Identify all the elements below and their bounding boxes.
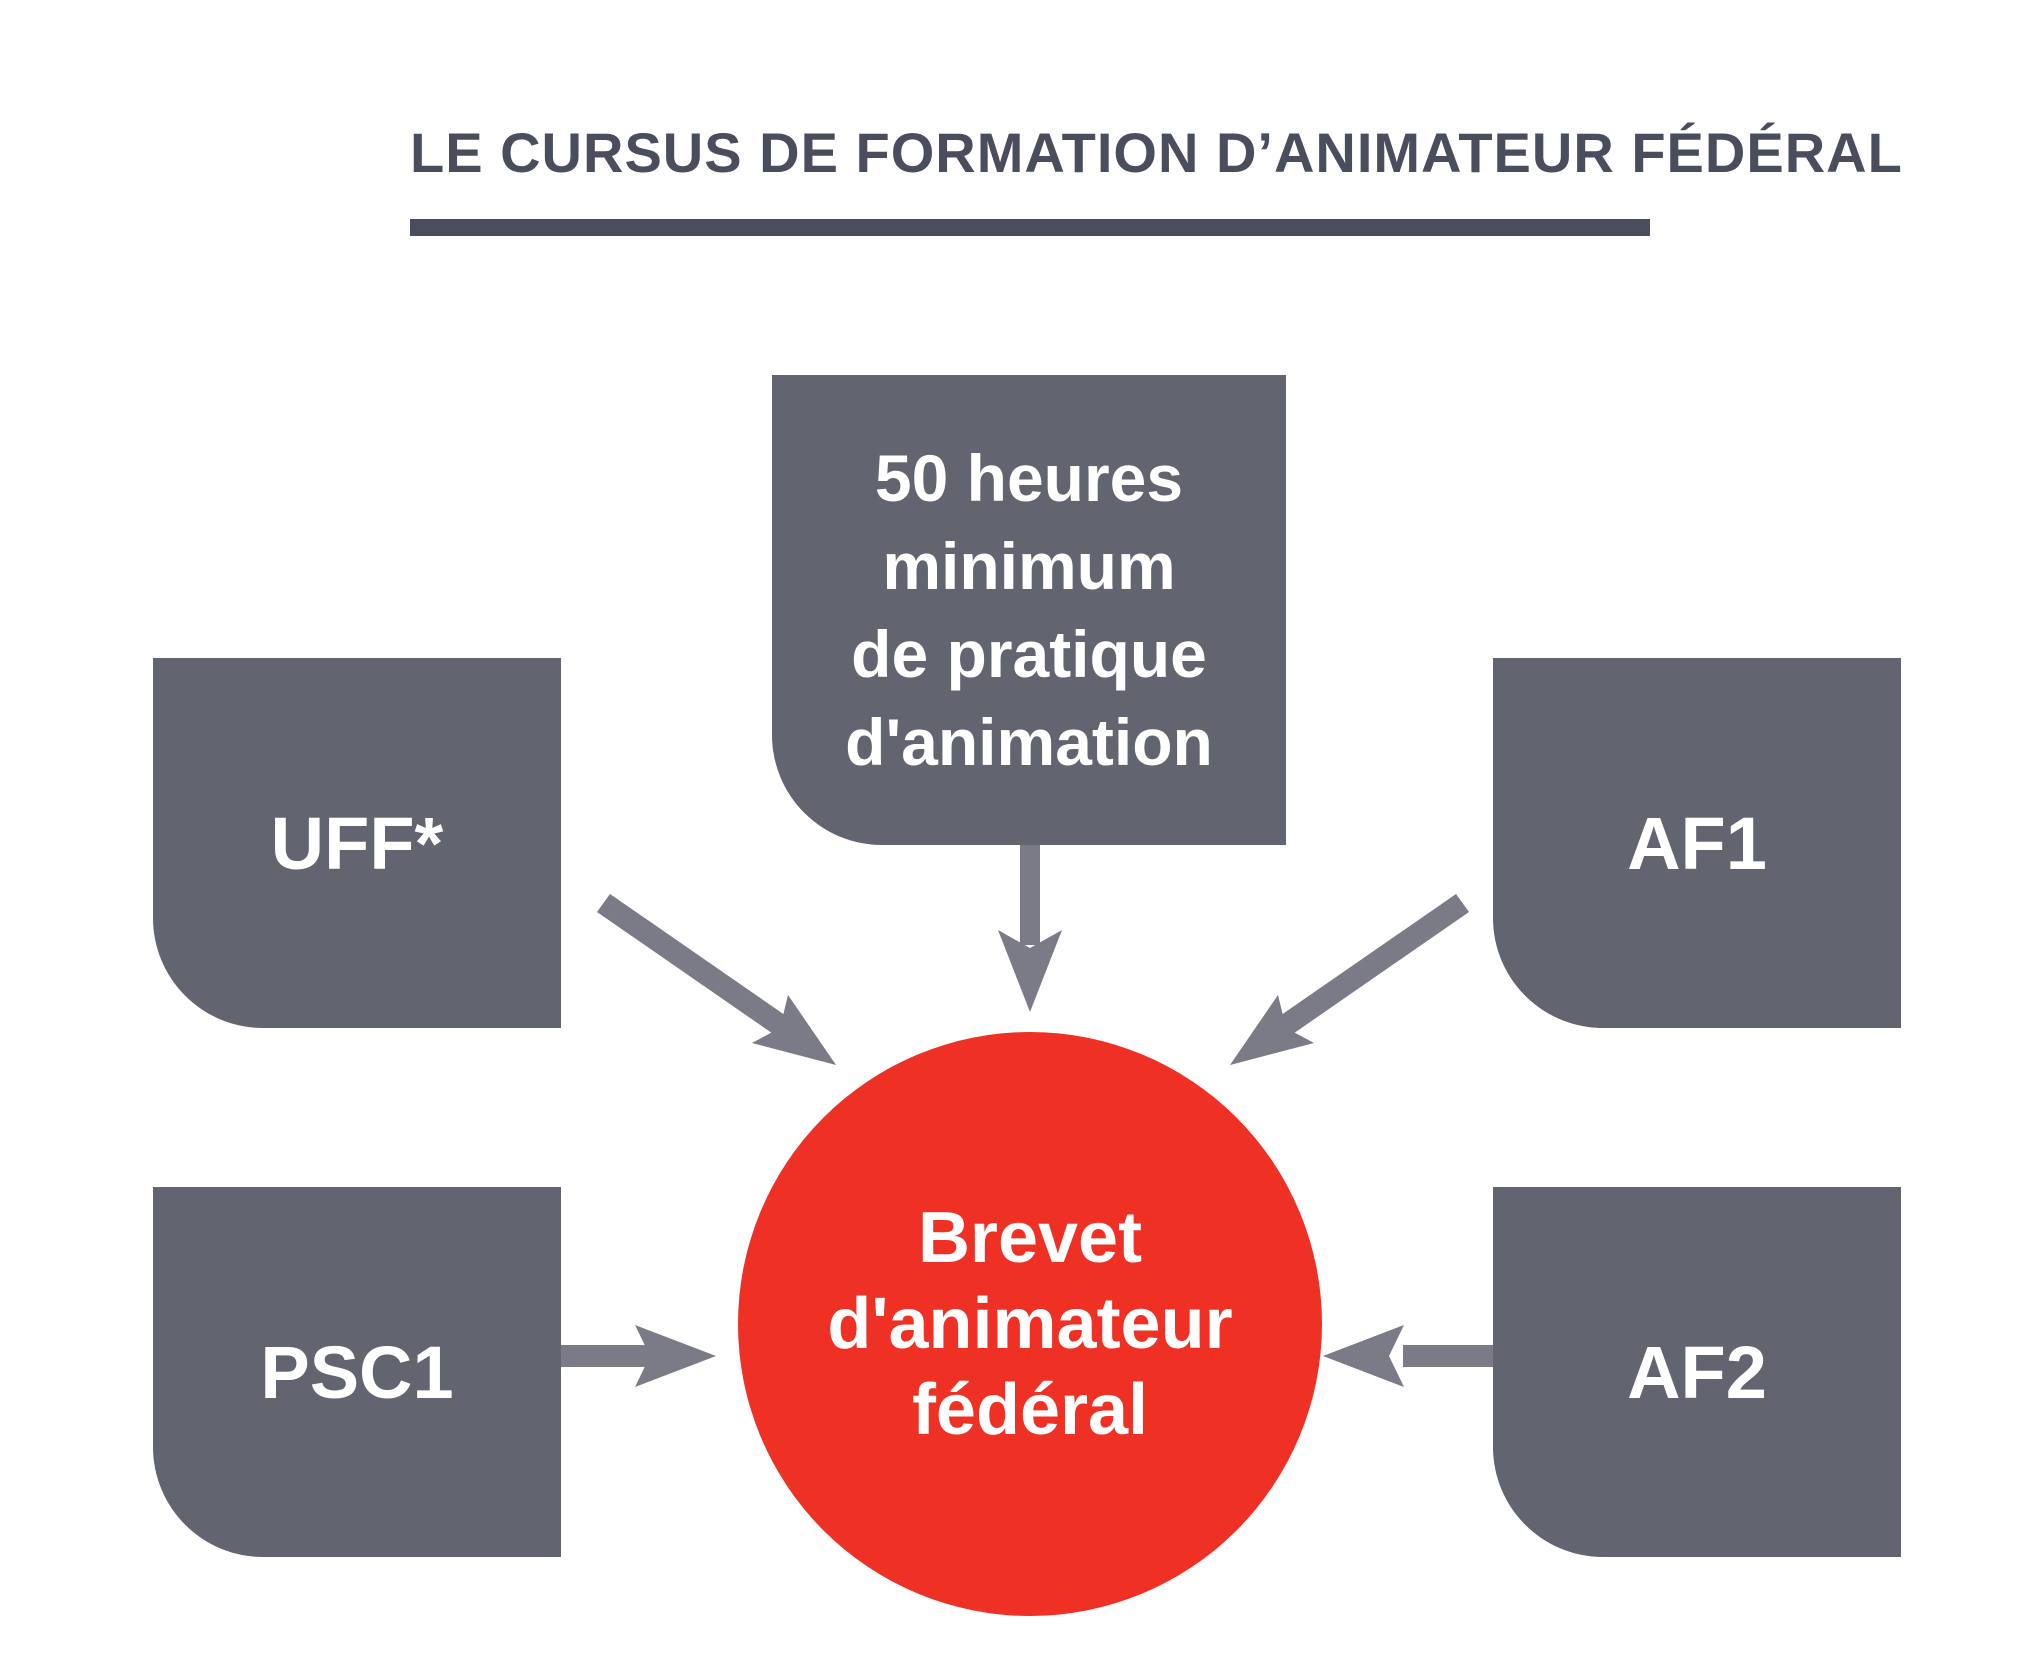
arrow-af2-to-center [1323,1325,1493,1387]
arrow-top-to-center [998,845,1062,1012]
title-underline [410,219,1650,236]
arrow-uff-to-center [597,894,836,1065]
brevet-line-2: d'animateur [827,1284,1233,1364]
uff-box: UFF* [153,658,561,1028]
uff-label: UFF* [270,801,444,885]
arrow-psc1-to-center [561,1325,716,1387]
practice-hours-line-1: 50 heures [874,441,1184,515]
practice-hours-line-2: minimum [882,529,1176,603]
af1-label: AF1 [1627,801,1767,885]
brevet-circle: Brevet d'animateur fédéral [738,1032,1322,1616]
practice-hours-box: 50 heures minimum de pratique d'animatio… [772,375,1286,845]
arrow-af1-to-center [1230,894,1469,1065]
practice-hours-line-3: de pratique [851,617,1207,691]
brevet-line-1: Brevet [917,1198,1143,1278]
practice-hours-line-4: d'animation [845,705,1213,779]
psc1-label: PSC1 [260,1330,454,1414]
brevet-line-3: fédéral [911,1370,1149,1450]
psc1-box: PSC1 [153,1187,561,1557]
brevet-text: Brevet d'animateur fédéral [827,1195,1232,1453]
af2-label: AF2 [1627,1330,1767,1414]
af1-box: AF1 [1493,658,1901,1028]
practice-hours-text: 50 heures minimum de pratique d'animatio… [845,434,1213,786]
af2-box: AF2 [1493,1187,1901,1557]
